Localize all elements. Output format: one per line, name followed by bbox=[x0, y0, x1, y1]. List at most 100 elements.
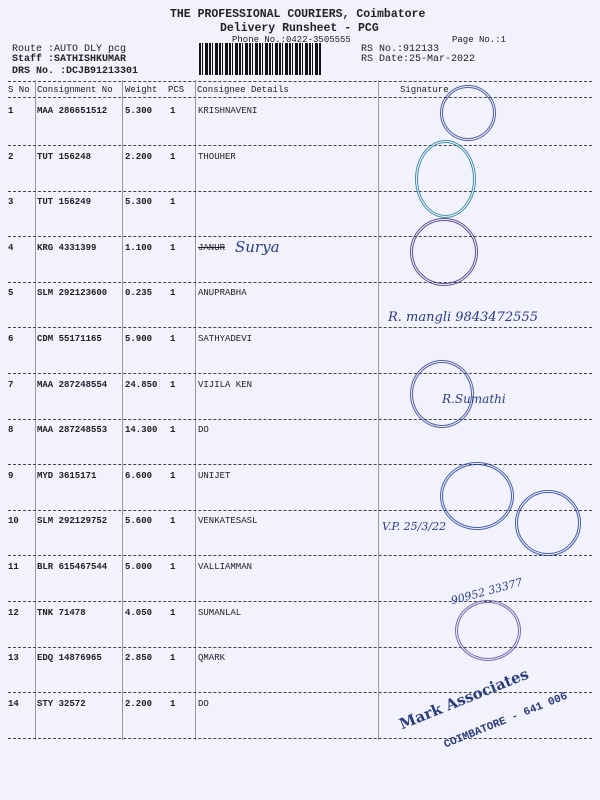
table-row: 11 BLR 615467544 5.000 1 VALLIAMMAN bbox=[0, 562, 600, 608]
college-stamp bbox=[410, 360, 474, 428]
pcs: 1 bbox=[170, 288, 176, 299]
pcs: 1 bbox=[170, 698, 176, 709]
column-line bbox=[195, 80, 196, 740]
company-name: THE PROFESSIONAL COURIERS, Coimbatore bbox=[170, 8, 426, 21]
consignee-name: QMARK bbox=[198, 653, 226, 664]
pcs: 1 bbox=[170, 607, 176, 618]
s-no: 9 bbox=[8, 470, 14, 481]
consignment-no: BLR 615467544 bbox=[37, 562, 108, 572]
divider bbox=[8, 81, 592, 82]
column-line bbox=[378, 80, 379, 740]
page-number: Page No.:1 bbox=[452, 35, 507, 45]
company-stamp bbox=[440, 462, 514, 530]
table-row: 6 CDM 55171165 5.900 1 SATHYADEVI bbox=[0, 334, 600, 380]
divider bbox=[8, 281, 592, 283]
consignee-name: VALLIAMMAN bbox=[198, 562, 253, 572]
col-consignment: Consignment No bbox=[37, 85, 113, 95]
s-no: 10 bbox=[8, 516, 19, 527]
table-row: 5 SLM 292123600 0.235 1 ANUPRABHA bbox=[0, 288, 600, 334]
divider bbox=[8, 646, 592, 648]
pcs: 1 bbox=[170, 197, 176, 208]
pcs: 1 bbox=[170, 379, 176, 390]
consignment-no: KRG 4331399 bbox=[37, 242, 97, 253]
consignment-no: CDM 55171165 bbox=[37, 334, 102, 344]
pcs: 1 bbox=[170, 334, 176, 344]
divider bbox=[8, 190, 592, 192]
weight: 2.200 bbox=[125, 151, 153, 162]
pcs: 1 bbox=[170, 653, 176, 664]
col-pcs: PCS bbox=[168, 85, 185, 95]
consignee-name: THOUHER bbox=[198, 151, 236, 162]
s-no: 3 bbox=[8, 197, 14, 208]
col-signature: Signature bbox=[400, 85, 449, 95]
drs-number: DRS No. :DCJB91213301 bbox=[12, 66, 139, 77]
col-consignee: Consignee Details bbox=[197, 85, 289, 95]
column-line bbox=[122, 80, 123, 740]
divider bbox=[8, 373, 592, 374]
consignee-name: SATHYADEVI bbox=[198, 334, 253, 344]
divider bbox=[8, 555, 592, 557]
s-no: 6 bbox=[8, 334, 14, 344]
consignment-no: MAA 287248554 bbox=[37, 379, 108, 390]
divider bbox=[8, 737, 592, 739]
document-title: Delivery Runsheet - PCG bbox=[220, 22, 379, 35]
weight: 24.850 bbox=[125, 379, 158, 390]
staff: Staff :SATHISHKUMAR bbox=[12, 54, 127, 65]
weight: 5.000 bbox=[125, 562, 153, 572]
rs-date: RS Date:25-Mar-2022 bbox=[361, 54, 476, 65]
divider bbox=[8, 464, 592, 466]
pcs: 1 bbox=[170, 470, 176, 481]
s-no: 7 bbox=[8, 379, 14, 390]
divider bbox=[8, 418, 592, 420]
pcs: 1 bbox=[170, 562, 176, 572]
s-no: 5 bbox=[8, 288, 14, 299]
divider bbox=[8, 97, 592, 98]
divider bbox=[8, 601, 592, 602]
rs-number: RS No.:912133 bbox=[361, 44, 440, 55]
divider bbox=[8, 327, 592, 329]
weight: 2.200 bbox=[125, 698, 153, 709]
column-line bbox=[35, 80, 36, 740]
company-stamp bbox=[515, 490, 581, 556]
company-stamp bbox=[440, 85, 496, 141]
s-no: 8 bbox=[8, 425, 14, 436]
consignee-name: UNIJET bbox=[198, 470, 231, 481]
weight: 5.900 bbox=[125, 334, 153, 344]
handwritten-name: Surya bbox=[235, 238, 280, 256]
col-weight: Weight bbox=[125, 85, 158, 95]
weight: 0.235 bbox=[125, 288, 153, 299]
consignment-no: MAA 286651512 bbox=[37, 106, 108, 116]
pcs: 1 bbox=[170, 151, 176, 162]
pcs: 1 bbox=[170, 106, 176, 116]
handwritten-signature: V.P. 25/3/22 bbox=[382, 520, 447, 533]
weight: 4.050 bbox=[125, 607, 153, 618]
s-no: 11 bbox=[8, 562, 19, 572]
s-no: 1 bbox=[8, 106, 14, 116]
consignment-no: TNK 71478 bbox=[37, 607, 86, 618]
s-no: 14 bbox=[8, 698, 19, 709]
s-no: 2 bbox=[8, 151, 14, 162]
consignee-name: ANUPRABHA bbox=[198, 288, 247, 299]
consignment-no: SLM 292123600 bbox=[37, 288, 108, 299]
divider bbox=[8, 692, 592, 694]
col-sno: S No bbox=[8, 85, 30, 95]
company-stamp bbox=[415, 140, 476, 218]
barcode bbox=[199, 43, 321, 75]
pcs: 1 bbox=[170, 425, 176, 436]
divider bbox=[8, 145, 592, 146]
consignee-name: DO bbox=[198, 425, 209, 436]
weight: 2.850 bbox=[125, 653, 153, 664]
divider bbox=[8, 236, 592, 238]
consignment-no: MYD 3615171 bbox=[37, 470, 97, 481]
weight: 6.600 bbox=[125, 470, 153, 481]
phone: Phone No.:0422-3505555 bbox=[232, 35, 351, 45]
consignee-name: SUMANLAL bbox=[198, 607, 242, 618]
pcs: 1 bbox=[170, 516, 176, 527]
